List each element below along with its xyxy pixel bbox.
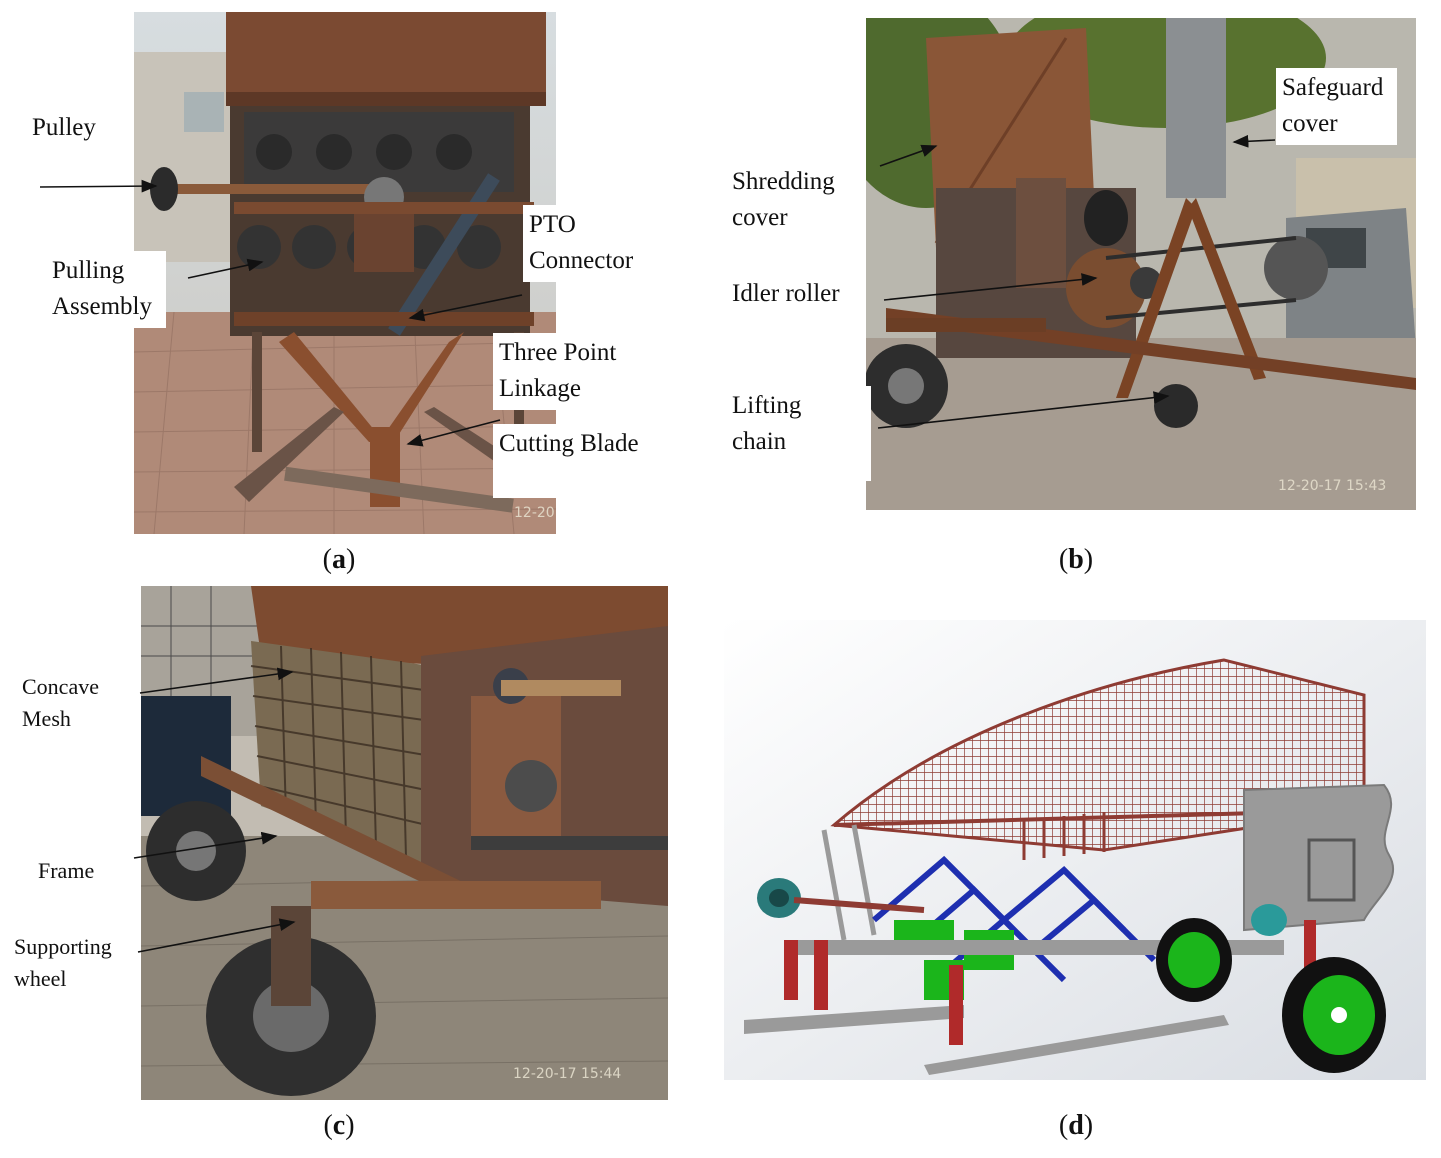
label-three-point-linkage: Three Point Linkage	[493, 333, 647, 410]
label-frame: Frame	[38, 858, 95, 883]
photo-panel-c: 12-20-17 15:44	[141, 586, 668, 1100]
label-supporting-wheel: Supporting wheel	[14, 934, 112, 991]
caption-c: (c)	[323, 1110, 355, 1141]
caption-d: (d)	[1058, 1110, 1094, 1141]
label-shredding-cover: Shredding cover	[726, 162, 849, 239]
label-safeguard-cover: Safeguard cover	[1276, 68, 1398, 145]
label-cutting-blade: Cutting Blade	[493, 424, 645, 499]
label-concave-mesh: Concave Mesh	[22, 674, 99, 731]
label-pto-connector: PTO Connector	[523, 205, 640, 282]
label-lifting-chain: Lifting chain	[726, 386, 872, 481]
caption-b: (b)	[1058, 544, 1094, 575]
photo-panel-a: 12-20	[134, 12, 556, 534]
timestamp-a: 12-20	[514, 505, 555, 521]
timestamp-c: 12-20-17 15:44	[513, 1066, 621, 1082]
timestamp-b: 12-20-17 15:43	[1278, 478, 1386, 494]
label-pulley: Pulley	[26, 108, 102, 149]
cad-model-panel-d	[724, 620, 1426, 1080]
caption-a: (a)	[322, 544, 356, 575]
label-pulling-assembly: Pulling Assembly	[46, 251, 166, 328]
label-idler-roller: Idler roller	[726, 274, 846, 335]
